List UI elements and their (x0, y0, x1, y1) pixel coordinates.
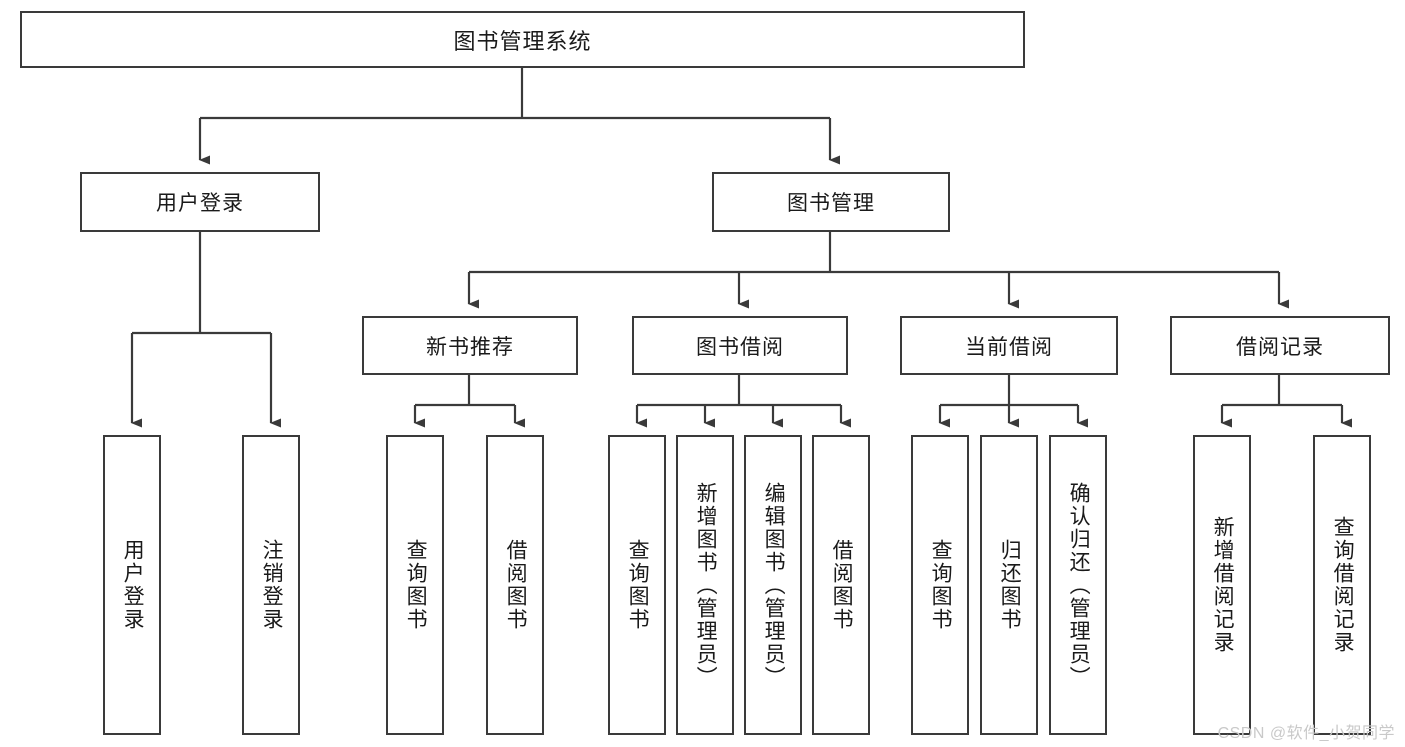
leaf-borrow-book[interactable]: 借阅图书 (812, 435, 870, 735)
node-borrow-record[interactable]: 借阅记录 (1170, 316, 1390, 375)
leaf-confirm-return-admin[interactable]: 确认归还（管理员） (1049, 435, 1107, 735)
leaf-edit-book-admin[interactable]: 编辑图书（管理员） (744, 435, 802, 735)
node-label: 当前借阅 (965, 335, 1053, 359)
node-label: 借阅记录 (1236, 335, 1324, 359)
node-label: 借阅图书 (830, 539, 854, 631)
node-label: 新书推荐 (426, 335, 514, 359)
node-label: 图书管理系统 (453, 28, 592, 54)
leaf-query-book[interactable]: 查询图书 (608, 435, 666, 735)
leaf-query-book-recommend[interactable]: 查询图书 (386, 435, 444, 735)
leaf-user-logout[interactable]: 注销登录 (242, 435, 300, 735)
node-new-book-recommend[interactable]: 新书推荐 (362, 316, 578, 375)
leaf-return-book[interactable]: 归还图书 (980, 435, 1038, 735)
leaf-borrow-book-recommend[interactable]: 借阅图书 (486, 435, 544, 735)
node-label: 新增借阅记录 (1211, 516, 1235, 654)
leaf-user-login[interactable]: 用户登录 (103, 435, 161, 735)
leaf-query-book-current[interactable]: 查询图书 (911, 435, 969, 735)
node-label: 查询图书 (929, 539, 953, 631)
csdn-watermark: CSDN @软件_小贺同学 (1217, 725, 1395, 742)
node-label: 用户登录 (156, 192, 244, 215)
node-label: 图书管理 (787, 192, 875, 215)
node-label: 用户登录 (121, 539, 145, 631)
node-label: 借阅图书 (504, 539, 528, 631)
leaf-add-book-admin[interactable]: 新增图书（管理员） (676, 435, 734, 735)
node-label: 归还图书 (998, 539, 1022, 631)
leaf-add-borrow-record[interactable]: 新增借阅记录 (1193, 435, 1251, 735)
node-label: 确认归还（管理员） (1067, 481, 1091, 689)
leaf-query-borrow-record[interactable]: 查询借阅记录 (1313, 435, 1371, 735)
node-label: 编辑图书（管理员） (762, 481, 786, 689)
node-label: 查询图书 (626, 539, 650, 631)
node-label: 查询图书 (404, 539, 428, 631)
node-label: 注销登录 (260, 539, 284, 631)
node-root-system[interactable]: 图书管理系统 (20, 11, 1025, 68)
node-book-borrow[interactable]: 图书借阅 (632, 316, 848, 375)
node-label: 新增图书（管理员） (694, 481, 718, 689)
node-user-login[interactable]: 用户登录 (80, 172, 320, 232)
node-label: 查询借阅记录 (1331, 516, 1355, 654)
node-book-management[interactable]: 图书管理 (712, 172, 950, 232)
node-label: 图书借阅 (696, 335, 784, 359)
node-current-borrow[interactable]: 当前借阅 (900, 316, 1118, 375)
